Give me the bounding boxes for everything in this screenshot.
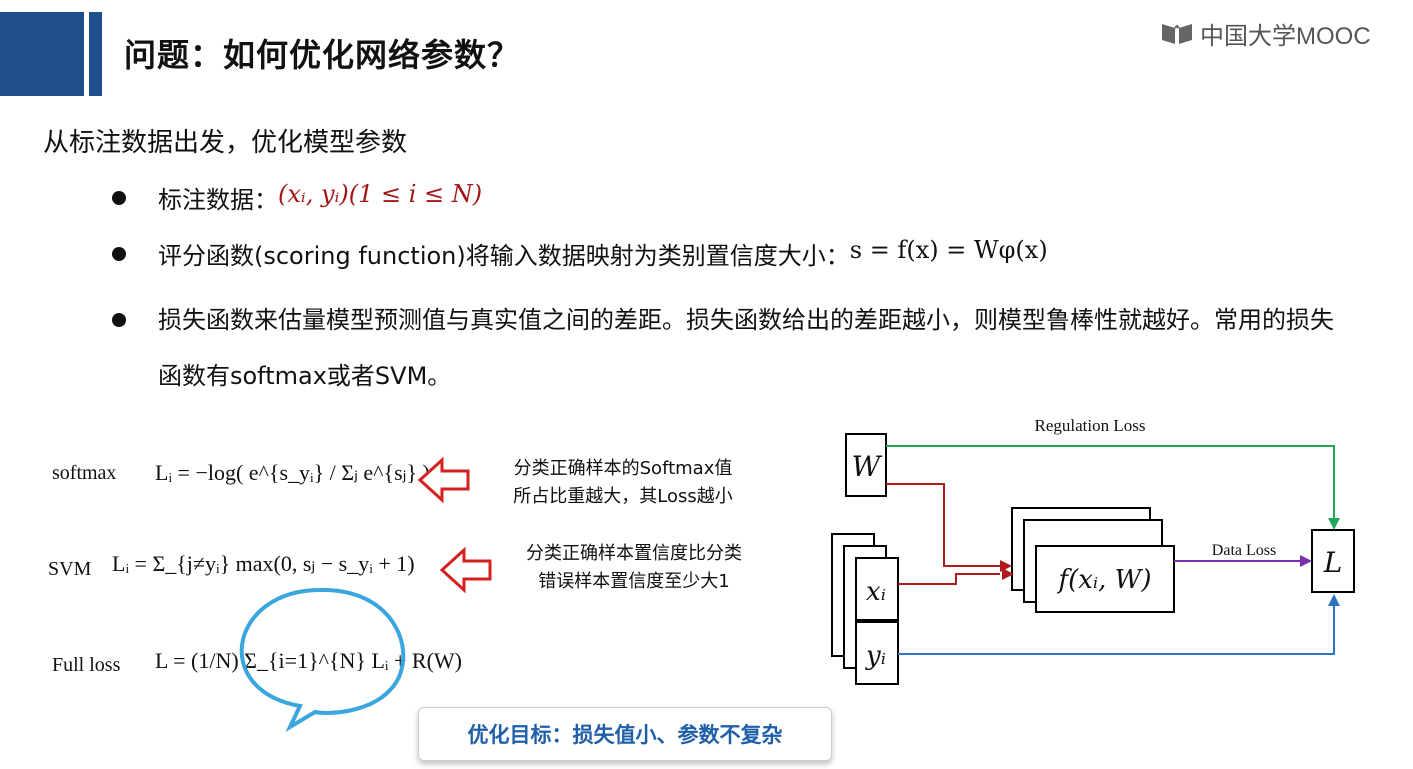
softmax-note: 分类正确样本的Softmax值 所占比重越大，其Loss越小 (478, 455, 768, 511)
bullet-dot (112, 191, 126, 205)
f-label: f(xᵢ, W) (1056, 565, 1151, 595)
bullet-text: 损失函数来估量模型预测值与真实值之间的差距。损失函数给出的差距越小，则模型鲁棒性… (158, 306, 1334, 390)
bullet-dot (112, 313, 126, 327)
x-to-f-arrow (898, 573, 1000, 585)
w-to-f-arrow (886, 483, 1000, 567)
page-title: 问题：如何优化网络参数？ (124, 36, 521, 74)
svm-note-line2: 错误样本置信度至少大1 (538, 571, 730, 592)
x-label: xᵢ (866, 577, 886, 607)
bullet-loss-function: 损失函数来估量模型预测值与真实值之间的差距。损失函数给出的差距越小，则模型鲁棒性… (112, 292, 1342, 404)
svm-note: 分类正确样本置信度比分类 错误样本置信度至少大1 (486, 540, 782, 596)
softmax-formula: Lᵢ = −log( e^{s_yᵢ} / Σⱼ e^{sⱼ} ) (155, 460, 430, 485)
svm-arrow-icon (439, 546, 492, 594)
f-box (1035, 545, 1175, 613)
header-accent-bar (89, 12, 102, 96)
data-loss-label: Data Loss (1212, 542, 1276, 559)
intro-text: 从标注数据出发，优化模型参数 (43, 128, 408, 158)
softmax-arrow-icon (417, 456, 470, 504)
speech-bubble (239, 587, 406, 733)
softmax-note-line1: 分类正确样本的Softmax值 (513, 458, 733, 479)
bullet-text: 标注数据： (158, 186, 278, 214)
softmax-label: softmax (52, 462, 117, 484)
optimization-goal-box: 优化目标：损失值小、参数不复杂 (418, 707, 832, 761)
full-loss-label: Full loss (52, 654, 121, 676)
book-icon (1162, 24, 1192, 44)
y-to-l-arrow (898, 604, 1335, 655)
y-box (855, 621, 899, 685)
logo-text: 中国大学MOOC (1200, 22, 1371, 50)
l-box (1311, 529, 1355, 593)
x-box (855, 557, 899, 621)
l-label: L (1323, 546, 1343, 579)
full-loss-formula: L = (1/N) Σ_{i=1}^{N} Lᵢ + R(W) (155, 648, 462, 673)
bullet-dot (112, 247, 126, 261)
optimization-goal-text: 优化目标：损失值小、参数不复杂 (467, 723, 783, 747)
bullet-math: s = f(x) = Wφ(x) (849, 236, 1048, 264)
bullet-labeled-data: 标注数据： (xᵢ, yᵢ)(1 ≤ i ≤ N) (112, 180, 482, 215)
softmax-note-line2: 所占比重越大，其Loss越小 (513, 486, 733, 507)
svm-formula: Lᵢ = Σ_{j≠yᵢ} max(0, sⱼ − s_yᵢ + 1) (112, 551, 415, 576)
regulation-loss-label: Regulation Loss (1035, 416, 1146, 435)
bullet-math: (xᵢ, yᵢ)(1 ≤ i ≤ N) (278, 180, 483, 208)
y-label: yᵢ (865, 641, 886, 671)
svm-label: SVM (48, 558, 92, 580)
mooc-logo: 中国大学MOOC (1160, 16, 1371, 50)
header-accent-block (0, 12, 84, 96)
bullet-scoring-function: 评分函数(scoring function)将输入数据映射为类别置信度大小： s… (112, 236, 1048, 271)
regulation-loss-arrow (886, 445, 1335, 520)
bullet-text: 评分函数(scoring function)将输入数据映射为类别置信度大小： (158, 242, 850, 270)
w-box (845, 433, 887, 497)
w-label: W (852, 450, 883, 483)
svm-note-line1: 分类正确样本置信度比分类 (526, 543, 742, 564)
